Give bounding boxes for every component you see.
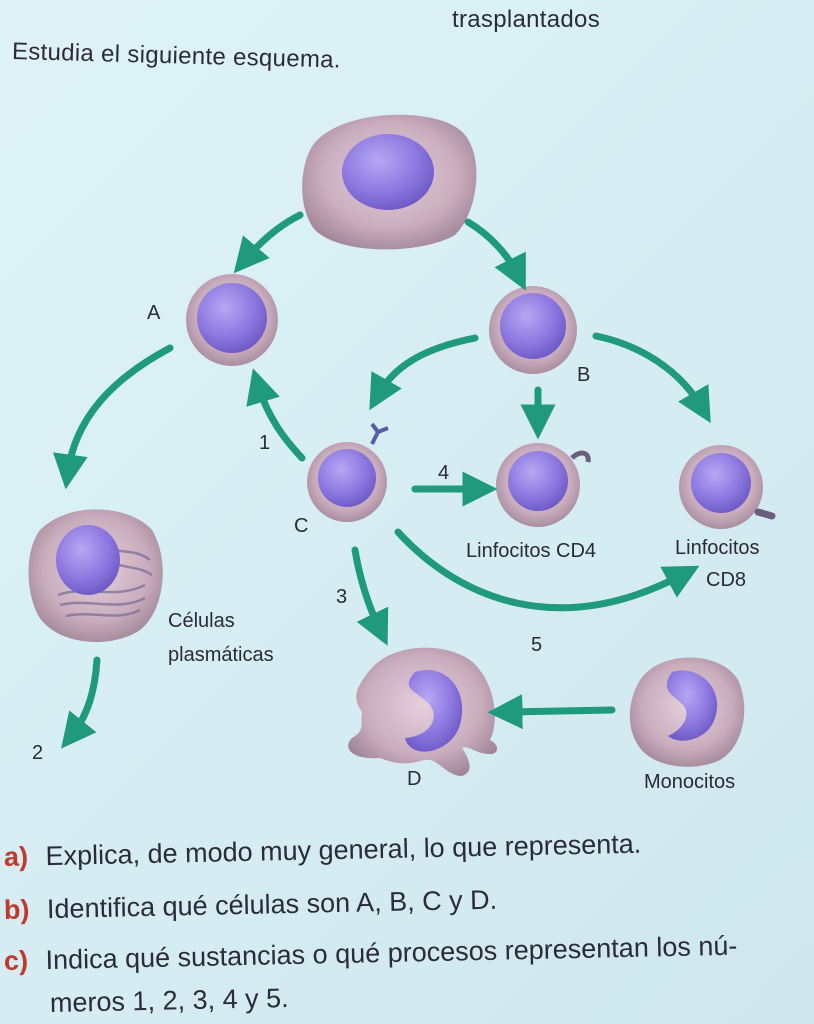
arrows [53,211,711,749]
label-4: 4 [438,462,450,484]
label-5: 5 [531,634,543,656]
arrow-b-to-c [369,334,479,411]
label-a: A [147,302,161,324]
label-cd4: Linfocitos CD4 [466,540,597,562]
label-plasma-line1: Células [168,610,235,632]
label-3: 3 [336,586,348,608]
cd4-cell [496,443,591,527]
cd4-receptor-icon [570,450,591,463]
cell-c [307,422,389,522]
stem-cell [302,114,477,250]
header-fragment: trasplantados [452,6,600,33]
label-d: D [407,768,422,790]
plasma-cell [28,509,163,642]
arrow-stem-to-b [464,218,526,291]
question-b-letter: b) [3,894,30,925]
label-c: C [294,515,309,537]
arrow-1 [246,368,306,462]
question-c-text-line2: meros 1, 2, 3, 4 y 5. [49,983,289,1018]
arrow-stem-to-a [233,211,304,274]
receptor-icon [370,422,389,445]
arrow-b-to-cd8 [592,332,711,424]
question-c-letter: c) [3,945,29,976]
arrow-3 [351,546,389,646]
cell-a [186,274,278,366]
question-c-continuation: meros 1, 2, 3, 4 y 5. [50,983,289,1019]
arrow-2 [61,656,101,749]
label-cd8-line1: Linfocitos [675,537,760,559]
label-1: 1 [259,432,271,454]
arrow-5 [394,528,700,612]
cd8-receptor-icon [754,508,776,520]
arrow-monocyte-to-d [487,694,616,730]
cell-b [489,286,577,374]
label-2: 2 [32,742,44,764]
macrophage-d [348,647,498,776]
label-monocytes: Monocitos [644,771,736,793]
monocyte [629,657,745,767]
arrow-a-to-plasma [53,344,174,490]
cd8-cell [679,445,776,529]
label-cd8-line2: CD8 [706,569,747,591]
label-plasma-line2: plasmáticas [168,644,274,666]
label-b: B [577,364,591,386]
question-a-letter: a) [3,841,29,872]
